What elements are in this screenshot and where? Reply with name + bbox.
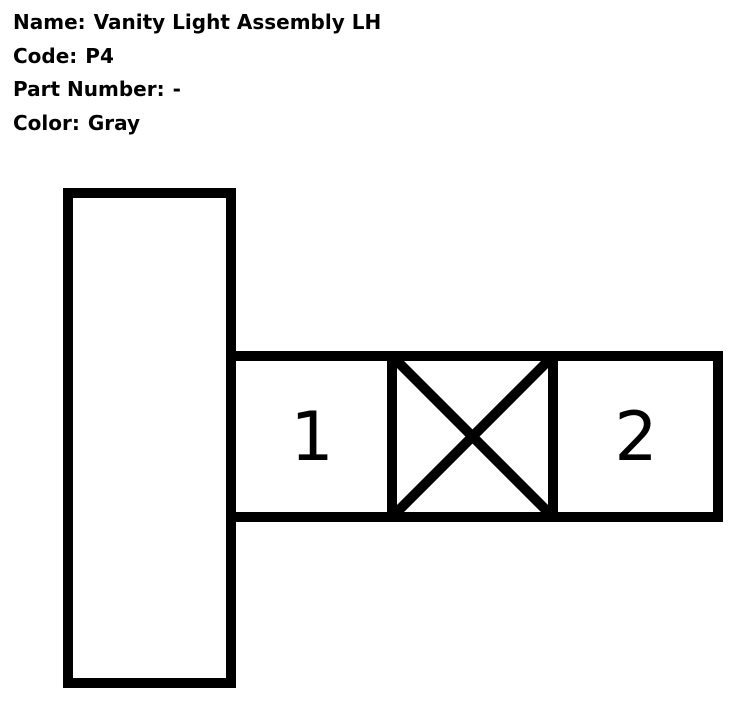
- part-number-row: Part Number:-: [13, 73, 381, 107]
- code-label: Code:: [13, 43, 78, 68]
- name-label: Name:: [13, 10, 86, 34]
- pin-label-1: 1: [290, 398, 333, 477]
- name-row: Name: Vanity Light Assembly LH: [13, 6, 381, 40]
- part-number-value: -: [172, 77, 181, 101]
- part-number-label: Part Number:: [13, 77, 165, 101]
- pin-row-outline: [226, 351, 723, 522]
- code-value: P4: [85, 43, 114, 68]
- color-label: Color:: [13, 110, 80, 135]
- connector-info: Name: Vanity Light Assembly LH Code: P4 Pa…: [13, 6, 381, 140]
- pin-label-2: 2: [614, 398, 657, 477]
- color-value: Gray: [87, 110, 141, 135]
- color-row: Color: Gray: [13, 107, 381, 141]
- connector-housing: [63, 188, 236, 688]
- empty-cavity-cross: [388, 352, 557, 521]
- name-value: Vanity Light Assembly LH: [93, 10, 382, 34]
- code-row: Code: P4: [13, 40, 381, 74]
